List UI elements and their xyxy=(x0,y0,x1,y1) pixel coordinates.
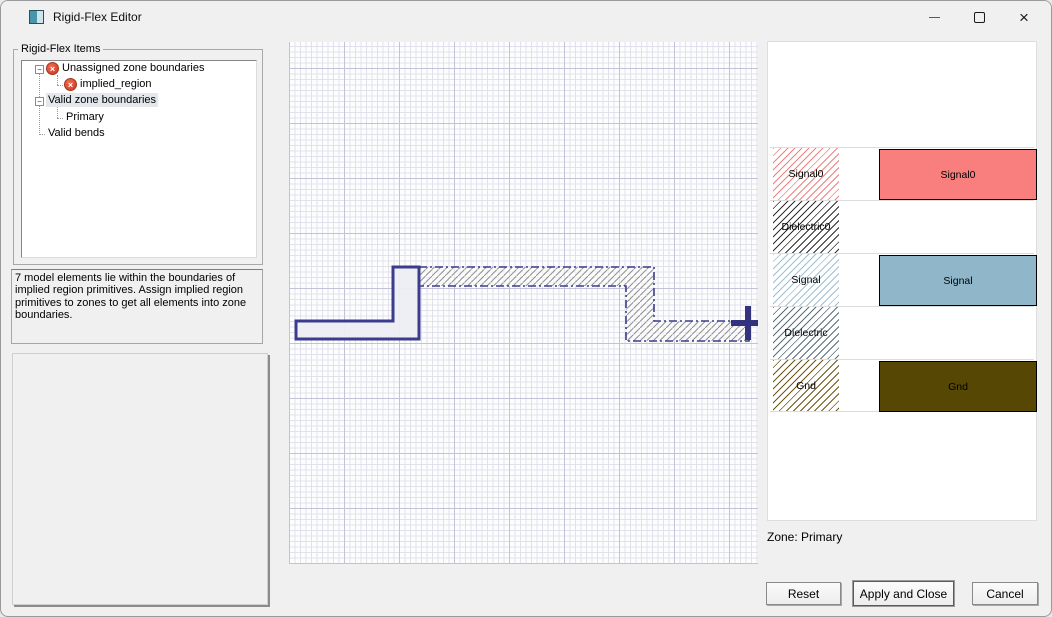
close-button[interactable]: × xyxy=(1002,1,1046,33)
minimize-icon xyxy=(928,16,940,18)
tree-connector xyxy=(57,85,63,86)
tree-item-label: Valid bends xyxy=(48,127,105,139)
primary-zone-boundary[interactable] xyxy=(294,265,421,341)
layer-name: Signal0 xyxy=(788,168,824,180)
tree-item-valid-zone-boundaries[interactable]: Valid zone boundaries xyxy=(46,93,159,108)
stackup-panel: Signal0 Signal0 Dielectric0 Dielectric0 … xyxy=(767,41,1037,521)
layer-name: Signal xyxy=(791,274,821,286)
tree-item-label: Unassigned zone boundaries xyxy=(62,62,205,74)
tree-item-label: implied_region xyxy=(80,78,152,90)
tree-connector xyxy=(57,118,63,119)
app-icon xyxy=(29,10,44,24)
layer-name: Gnd xyxy=(796,379,816,392)
layer-hatch-swatch: Gnd xyxy=(773,360,839,411)
zone-layer-rect[interactable]: Signal0 xyxy=(879,149,1037,200)
tree-connector xyxy=(57,107,58,118)
titlebar[interactable]: Rigid-Flex Editor × xyxy=(1,1,1051,33)
zone-status-label: Zone: Primary xyxy=(767,530,843,544)
rigid-flex-items-groupbox xyxy=(13,49,263,265)
error-icon: × xyxy=(64,78,77,91)
layer-name: Dielectric xyxy=(784,327,828,339)
maximize-button[interactable] xyxy=(957,1,1001,33)
layer-hatch-swatch: Dielectric xyxy=(773,307,839,359)
tree-item-implied-region[interactable]: implied_region xyxy=(78,78,154,92)
tree-connector xyxy=(39,134,45,135)
tree-item-label: Primary xyxy=(66,111,104,123)
layer-name: Dielectric0 xyxy=(781,221,831,233)
stackup-row-dielectric0: Dielectric0 Dielectric0 xyxy=(770,200,1034,253)
maximize-icon xyxy=(973,11,985,23)
layout-canvas[interactable] xyxy=(289,42,758,564)
stackup-row-signal0: Signal0 Signal0 xyxy=(770,147,1037,200)
tree-item-label: Valid zone boundaries xyxy=(46,93,159,107)
rigid-flex-items-tree[interactable]: − × Unassigned zone boundaries × implied… xyxy=(21,60,257,258)
layer-hatch-swatch: Dielectric0 xyxy=(773,201,839,253)
layer-hatch-swatch: Signal0 xyxy=(773,148,839,200)
stackup-row-signal: Signal Signal xyxy=(770,253,1037,306)
tree-item-valid-bends[interactable]: Valid bends xyxy=(46,127,107,141)
close-icon: × xyxy=(1019,7,1029,27)
validation-message: 7 model elements lie within the boundari… xyxy=(11,269,263,344)
zone-geometry xyxy=(294,265,758,342)
zone-layer-rect[interactable]: Signal xyxy=(879,255,1037,306)
minimize-button[interactable] xyxy=(912,1,956,33)
zone-layer-label: Gnd xyxy=(948,380,968,393)
tree-item-primary[interactable]: Primary xyxy=(64,111,106,125)
stackup-row-gnd: Gnd Gnd xyxy=(770,359,1037,412)
expander-toggle[interactable]: − xyxy=(35,97,44,106)
apply-and-close-button[interactable]: Apply and Close xyxy=(853,581,954,606)
zone-layer-label: Signal0 xyxy=(940,168,976,181)
error-icon: × xyxy=(46,62,59,75)
cancel-button[interactable]: Cancel xyxy=(972,582,1038,605)
crosshair-cursor xyxy=(731,306,758,340)
layer-hatch-swatch: Signal xyxy=(773,254,839,306)
reset-button[interactable]: Reset xyxy=(766,582,841,605)
tree-item-unassigned-zone-boundaries[interactable]: Unassigned zone boundaries xyxy=(60,62,207,76)
window-title: Rigid-Flex Editor xyxy=(53,10,142,24)
detail-panel-empty xyxy=(12,353,268,605)
expander-toggle[interactable]: − xyxy=(35,65,44,74)
zone-layer-label: Signal xyxy=(943,274,973,287)
implied-region-outline[interactable] xyxy=(418,266,750,342)
tree-connector xyxy=(57,75,58,85)
rigid-flex-items-title: Rigid-Flex Items xyxy=(18,43,104,55)
stackup-row-dielectric: Dielectric Dielectric xyxy=(770,306,1034,359)
zone-layer-rect[interactable]: Gnd xyxy=(879,361,1037,412)
